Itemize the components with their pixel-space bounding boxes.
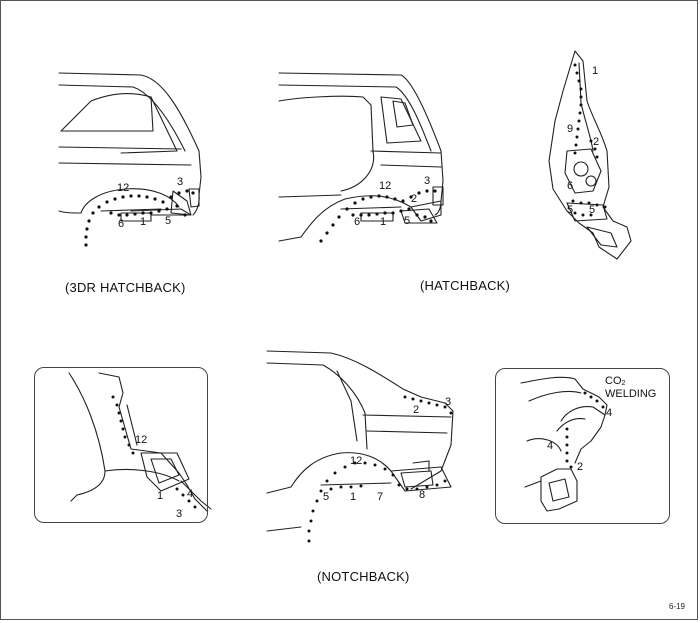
callout-label: 5 [567,204,574,216]
callout-label: 3 [177,176,184,188]
notchback-quarter-panel [266,350,454,532]
callout-label: 1 [592,65,599,77]
callout-label: 7 [377,491,384,503]
hatch3dr-quarter-panel [58,72,202,222]
callout-label: 12 [350,455,363,467]
caption-3dr-hatchback: (3DR HATCHBACK) [65,280,186,295]
callout-label: 4 [187,488,194,500]
callout-label: 3 [176,508,183,520]
callout-label: 2 [593,136,600,148]
callout-label: 2 [413,404,420,416]
callout-label: 12 [117,182,130,194]
pillar-inner-panel [548,50,632,260]
co2-text: CO [605,375,622,387]
callout-label: 6 [118,218,125,230]
callout-label: 5 [404,215,411,227]
inset-left-frame [34,367,208,523]
callout-label: 12 [135,434,148,446]
callout-label: 2 [577,461,584,473]
hatch3dr-weld-dots [84,189,195,247]
callout-label: 1 [157,490,164,502]
inset-right-weld-dots [565,391,605,469]
callout-label: 5 [589,204,596,216]
callout-label: 1 [140,216,147,228]
hatchback-weld-dots [319,189,437,243]
callout-label: 5 [323,491,330,503]
hatchback-quarter-panel [278,72,444,242]
callout-label: 6 [354,216,361,228]
co2-subscript: 2 [621,380,626,387]
co2-welding-label: CO2 WELDING [605,376,656,400]
callout-label: 4 [606,407,613,419]
callout-label: 3 [424,175,431,187]
pillar-weld-dots [571,63,607,217]
callout-label: 1 [380,216,387,228]
callout-label: 12 [379,180,392,192]
callout-label: 6 [567,180,574,192]
callout-label: 4 [547,440,554,452]
page-number: 6-19 [668,602,685,611]
inset-right-drawing [520,376,608,512]
callout-label: 5 [165,215,172,227]
callout-label: 2 [411,193,418,205]
callout-label: 1 [350,491,357,503]
callout-label: 9 [567,123,574,135]
welding-text: WELDING [605,388,657,400]
caption-hatchback: (HATCHBACK) [420,278,511,293]
caption-notchback: (NOTCHBACK) [317,569,410,584]
inset-left-weld-dots [111,395,197,509]
notchback-weld-dots [307,395,453,543]
callout-label: 8 [419,489,426,501]
callout-label: 3 [445,396,452,408]
inset-right-frame [495,368,670,524]
